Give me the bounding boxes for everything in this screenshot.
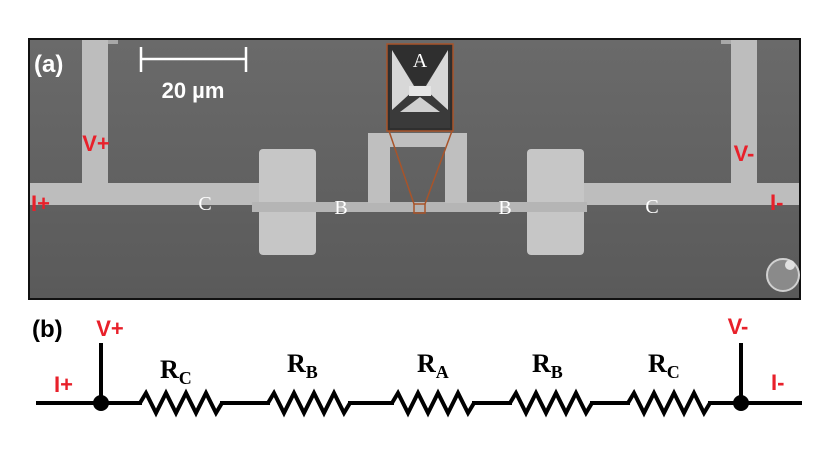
region-b-left: B [334, 197, 347, 219]
panel-b: (b) RC RB RA RB RC [32, 314, 802, 418]
center-probes [368, 133, 467, 203]
label-v-minus-b: V- [728, 314, 749, 339]
resistor-rb-right [508, 388, 594, 418]
resistor-label-rb-right: RB [532, 349, 563, 382]
resistor-label-rc-right: RC [648, 349, 680, 382]
label-i-minus-a: I- [770, 190, 783, 215]
label-v-plus-a: V+ [82, 131, 110, 156]
label-v-minus-a: V- [734, 141, 755, 166]
label-i-minus-b: I- [771, 370, 784, 395]
inset-label: A [413, 50, 428, 72]
resistor-label-rc-left: RC [160, 355, 192, 388]
debris-particle [766, 258, 800, 292]
resistor-rb-left [266, 388, 352, 418]
sample-strip [252, 202, 587, 212]
resistor-symbols [138, 388, 712, 418]
label-i-plus-a: I+ [31, 191, 50, 216]
scale-bar-label: 20 µm [162, 78, 225, 103]
inset-connector [388, 130, 453, 214]
region-c-right: C [645, 196, 658, 218]
resistor-label-rb-left: RB [287, 349, 318, 382]
panel-b-label: (b) [32, 316, 63, 343]
label-i-plus-b: I+ [54, 372, 73, 397]
panel-a-label: (a) [34, 51, 63, 78]
inset-a: A [386, 43, 454, 132]
node-left [93, 395, 109, 411]
node-right [733, 395, 749, 411]
region-c-left: C [198, 193, 211, 215]
panel-a: A 20 µm (a) V+ I+ V- I- C B B C [28, 38, 801, 300]
scale-bar [139, 47, 248, 72]
circuit-wires [36, 343, 802, 405]
right-electrode [582, 40, 799, 205]
resistor-labels: RC RB RA RB RC [160, 349, 680, 388]
frame-lines [108, 40, 731, 44]
left-electrode [30, 40, 262, 205]
resistor-ra [390, 388, 476, 418]
resistor-label-ra: RA [417, 349, 449, 382]
region-b-right: B [498, 197, 511, 219]
label-v-plus-b: V+ [96, 316, 124, 341]
resistor-rc-left [138, 388, 224, 418]
resistor-rc-right [626, 388, 712, 418]
